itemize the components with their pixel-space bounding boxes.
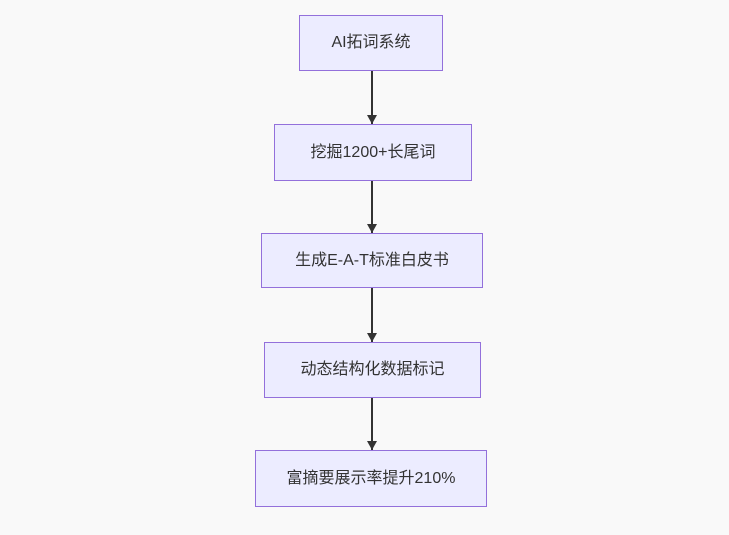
arrow-down-icon — [366, 441, 377, 450]
flowchart-node-1-label: AI拓词系统 — [331, 34, 411, 52]
flowchart-node-4: 动态结构化数据标记 — [264, 342, 481, 398]
flowchart-node-2-label: 挖掘1200+长尾词 — [310, 143, 436, 161]
flowchart-node-5: 富摘要展示率提升210% — [255, 450, 487, 507]
flow-arrow-4 — [366, 398, 377, 450]
flowchart-node-3: 生成E-A-T标准白皮书 — [261, 233, 483, 288]
flowchart-node-2: 挖掘1200+长尾词 — [274, 124, 472, 181]
flow-arrow-3 — [366, 288, 377, 342]
arrow-down-icon — [366, 333, 377, 342]
flow-arrow-2 — [366, 181, 377, 233]
flowchart-node-1: AI拓词系统 — [299, 15, 443, 71]
arrow-down-icon — [366, 224, 377, 233]
flowchart-node-3-label: 生成E-A-T标准白皮书 — [295, 251, 449, 269]
flow-arrow-1 — [366, 71, 377, 124]
flowchart-node-5-label: 富摘要展示率提升210% — [286, 469, 456, 487]
arrow-down-icon — [366, 115, 377, 124]
flowchart-node-4-label: 动态结构化数据标记 — [300, 361, 445, 379]
